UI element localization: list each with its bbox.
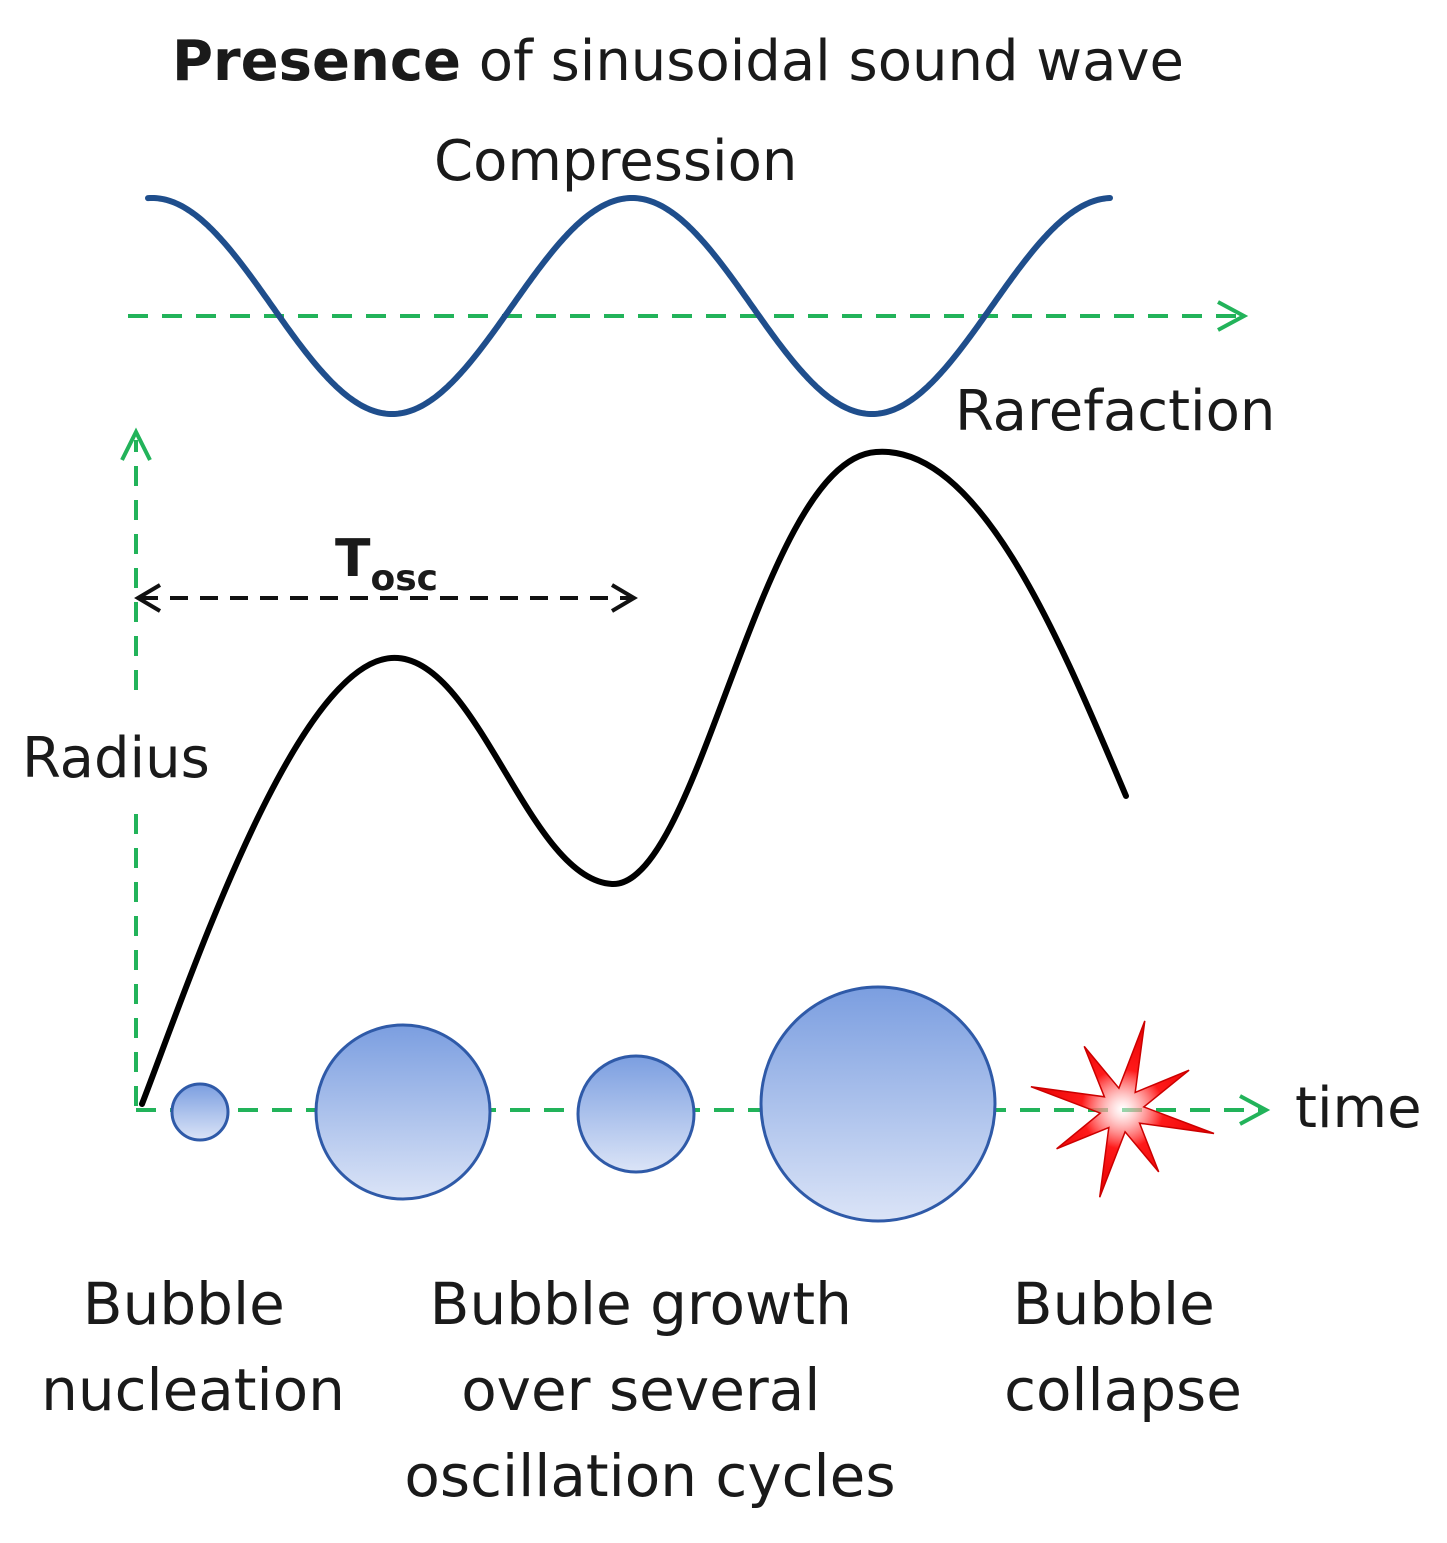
period-label: Tosc <box>335 529 438 599</box>
title-rest: of sinusoidal sound wave <box>461 29 1184 94</box>
stage-collapse-line-1: Bubble <box>1013 1270 1215 1338</box>
stage-growth-line-3: oscillation cycles <box>404 1442 895 1510</box>
period-arrow-left-head-icon <box>134 583 162 613</box>
stage-collapse-line-2: collapse <box>1004 1356 1242 1424</box>
radius-curve <box>139 448 1129 1107</box>
stage-captions: Bubble nucleation Bubble growth over sev… <box>41 1270 1242 1510</box>
sound-wave-curve <box>145 195 1113 417</box>
stage-nucleation-line-1: Bubble <box>83 1270 285 1338</box>
rarefaction-label: Rarefaction <box>955 379 1275 444</box>
radius-axis <box>120 427 152 1106</box>
time-axis-label: time <box>1295 1076 1422 1141</box>
period-arrow <box>134 583 638 613</box>
stage-collapse-caption: Bubble collapse <box>1004 1270 1242 1424</box>
period-arrow-right-head-icon <box>610 583 638 613</box>
sound-wave-axis-arrowhead-icon <box>1217 300 1249 332</box>
diagram-title: Presence of sinusoidal sound wave <box>172 29 1184 94</box>
stage-growth-line-2: over several <box>461 1356 820 1424</box>
title-bold-word: Presence <box>172 29 461 94</box>
period-label-main: T <box>335 529 371 589</box>
radius-axis-arrowhead-icon <box>120 427 152 461</box>
red-starburst-icon <box>1030 1020 1215 1198</box>
radius-axis-label: Radius <box>22 726 210 791</box>
period-label-subscript: osc <box>370 558 438 599</box>
stage-nucleation-line-2: nucleation <box>41 1356 345 1424</box>
stage-nucleation-caption: Bubble nucleation <box>41 1270 345 1424</box>
compression-label: Compression <box>434 129 797 194</box>
bubble-growth-small <box>576 1054 696 1174</box>
bubble-nucleation <box>170 1082 230 1142</box>
bubble-growth-large <box>314 1023 492 1201</box>
bubble-max <box>759 985 997 1223</box>
bubble-row <box>170 985 997 1223</box>
stage-growth-line-1: Bubble growth <box>430 1270 852 1338</box>
sound-wave-axis <box>128 300 1249 332</box>
time-axis-arrowhead-icon <box>1239 1094 1271 1126</box>
stage-growth-caption: Bubble growth over several oscillation c… <box>404 1270 895 1510</box>
